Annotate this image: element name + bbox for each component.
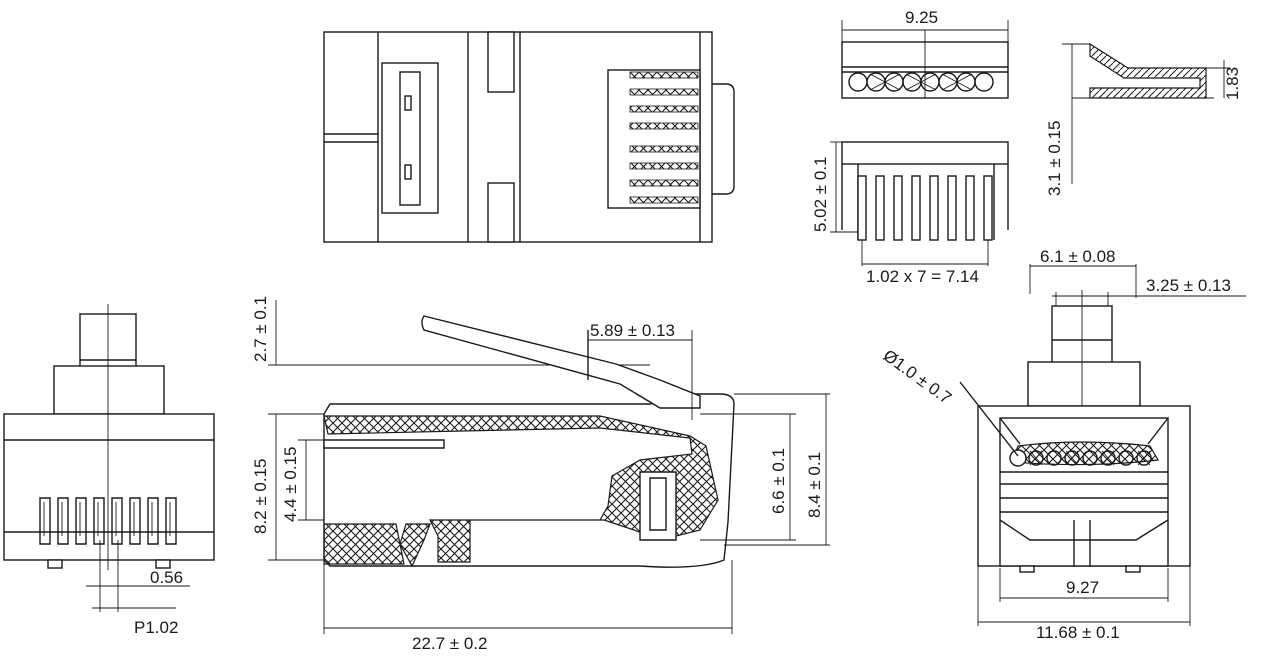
contact-profile-detail [1062, 42, 1230, 184]
dim-contact-height: 5.02 ± 0.1 [811, 157, 830, 233]
wire-circles [848, 72, 994, 92]
front-view-right [959, 264, 1246, 626]
dim-outer-width: 11.68 ± 0.1 [1036, 623, 1120, 642]
right-wire-circles [1009, 449, 1152, 467]
top-view-contacts [607, 69, 701, 209]
dim-top-width: 9.25 [905, 8, 938, 27]
dim-inner-width: 9.27 [1066, 578, 1099, 597]
dim-contact-thickness: 0.56 [150, 568, 183, 587]
dim-inner-height: 4.4 ± 0.15 [281, 447, 300, 523]
dim-front-height: 6.6 ± 0.1 [769, 448, 788, 514]
dim-latch-offset: 5.89 ± 0.13 [590, 321, 675, 340]
dim-front-tab-width: 6.1 ± 0.08 [1040, 247, 1116, 266]
dim-front-key-width: 3.25 ± 0.13 [1146, 276, 1231, 295]
dim-total-height: 8.4 ± 0.1 [805, 452, 824, 518]
top-view [323, 31, 735, 243]
contact-top-detail [841, 20, 1009, 99]
dim-body-height: 8.2 ± 0.15 [251, 459, 270, 535]
front-view-left [3, 304, 215, 612]
dim-pitch: P1.02 [134, 618, 178, 637]
dim-wire-diameter: Ø1.0 ± 0.7 [880, 346, 955, 408]
dim-pitch-total: 1.02 x 7 = 7.14 [866, 267, 979, 286]
dim-tab-height: 2.7 ± 0.1 [251, 296, 270, 362]
front-contact-slots [39, 497, 177, 545]
dim-right-height: 1.83 [1223, 67, 1242, 100]
side-section-view [268, 300, 830, 634]
dim-length: 22.7 ± 0.2 [412, 634, 488, 653]
contact-side-detail [830, 141, 1009, 266]
dim-side-3-1: 3.1 ± 0.15 [1045, 121, 1064, 197]
